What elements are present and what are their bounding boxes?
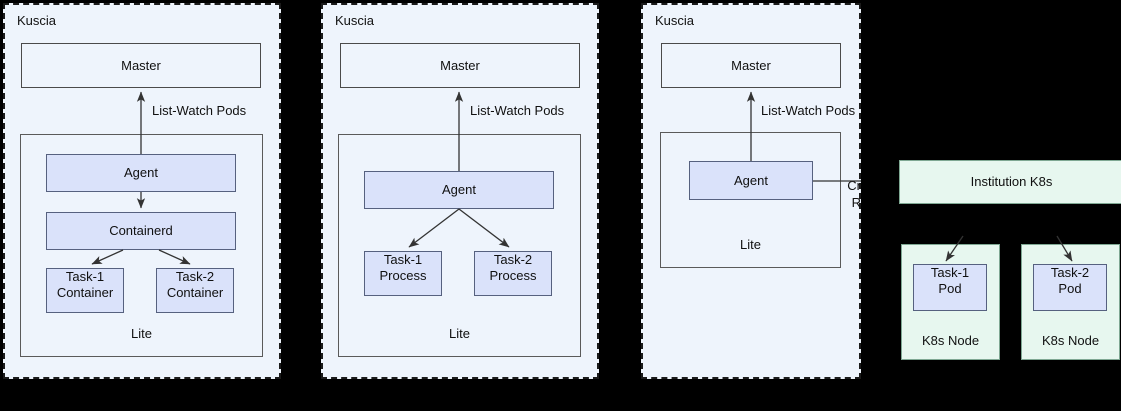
master-box-1[interactable]: Master — [21, 43, 261, 88]
edge-label-create-resources-clipped: Cr R — [843, 143, 861, 245]
master-box-3[interactable]: Master — [661, 43, 841, 88]
task-pod-label-2: Task-2 Pod — [1050, 265, 1090, 296]
containerd-box-1[interactable]: Containerd — [46, 212, 236, 250]
task-pod-box-2[interactable]: Task-2 Pod — [1033, 264, 1107, 311]
agent-box-3[interactable]: Agent — [689, 161, 813, 200]
task-label-1-1: Task-1 Container — [56, 269, 114, 300]
clipped-edge-text: Cr R — [847, 178, 861, 210]
task-label-2-2: Task-2 Process — [489, 252, 537, 283]
lite-group-2: Lite — [338, 134, 581, 357]
edge-label-list-watch-2: List-Watch Pods — [470, 103, 565, 118]
task-pod-label-1: Task-1 Pod — [930, 265, 970, 296]
task-pod-box-1[interactable]: Task-1 Pod — [913, 264, 987, 311]
panel-title-kuscia-1: Kuscia — [17, 13, 57, 28]
task-box-1-1[interactable]: Task-1 Container — [46, 268, 124, 313]
panel-title-kuscia-3: Kuscia — [655, 13, 695, 28]
task-box-2-2[interactable]: Task-2 Process — [474, 251, 552, 296]
task-box-1-2[interactable]: Task-2 Container — [156, 268, 234, 313]
agent-box-2[interactable]: Agent — [364, 171, 554, 209]
lite-group-3: Lite — [660, 132, 841, 268]
task-label-2-1: Task-1 Process — [379, 252, 427, 283]
edge-label-list-watch-1: List-Watch Pods — [152, 103, 247, 118]
institution-k8s-box[interactable]: Institution K8s — [899, 160, 1121, 204]
master-box-2[interactable]: Master — [340, 43, 580, 88]
agent-box-1[interactable]: Agent — [46, 154, 236, 192]
panel-title-kuscia-2: Kuscia — [335, 13, 375, 28]
edge-label-list-watch-3: List-Watch Pods — [761, 103, 856, 118]
task-box-2-1[interactable]: Task-1 Process — [364, 251, 442, 296]
task-label-1-2: Task-2 Container — [166, 269, 224, 300]
